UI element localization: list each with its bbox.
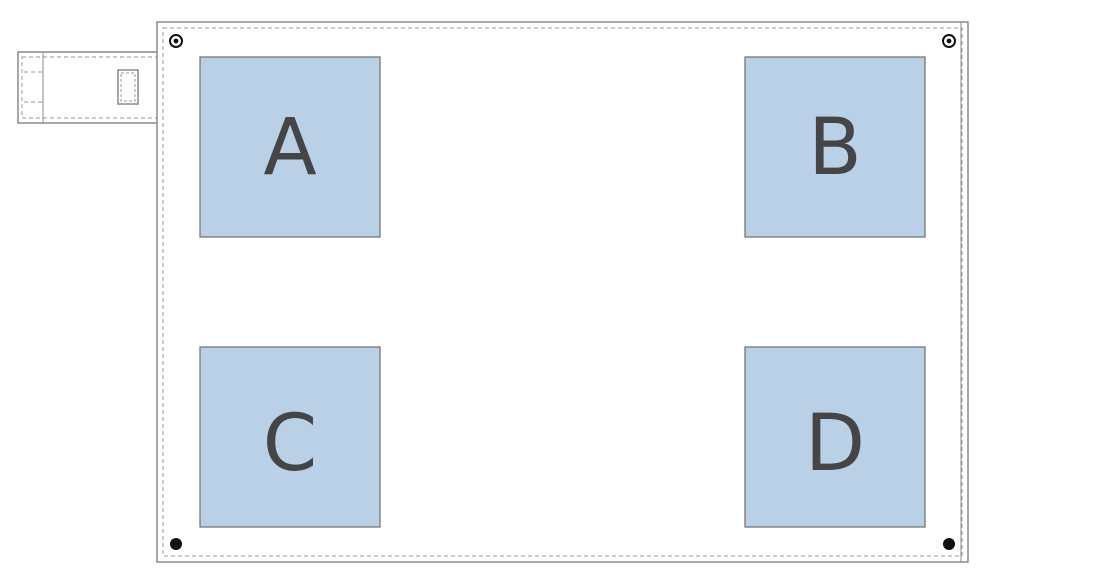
panel-b-box	[744, 56, 926, 238]
side-tab	[17, 51, 161, 124]
grommet-bottom-right	[943, 538, 955, 550]
panel-a-label: A	[263, 103, 316, 193]
panel-d: D	[744, 346, 926, 528]
panel-a: A	[199, 56, 381, 238]
grommet-bottom-left	[170, 538, 182, 550]
grommet-hole	[173, 38, 179, 44]
panel-b-label: B	[808, 103, 862, 193]
grommet-top-right	[942, 34, 956, 48]
panel-d-label: D	[805, 399, 865, 489]
panel-d-box	[744, 346, 926, 528]
grommet-hole	[946, 38, 952, 44]
panel-c-label: C	[263, 399, 317, 489]
banner-hem-stitching	[162, 27, 963, 557]
grommet-top-left	[169, 34, 183, 48]
panel-b: B	[744, 56, 926, 238]
side-tab-slot	[117, 69, 139, 105]
panel-a-box	[199, 56, 381, 238]
panel-c-box	[199, 346, 381, 528]
side-tab-slot-stitching	[120, 72, 136, 102]
panel-c: C	[199, 346, 381, 528]
